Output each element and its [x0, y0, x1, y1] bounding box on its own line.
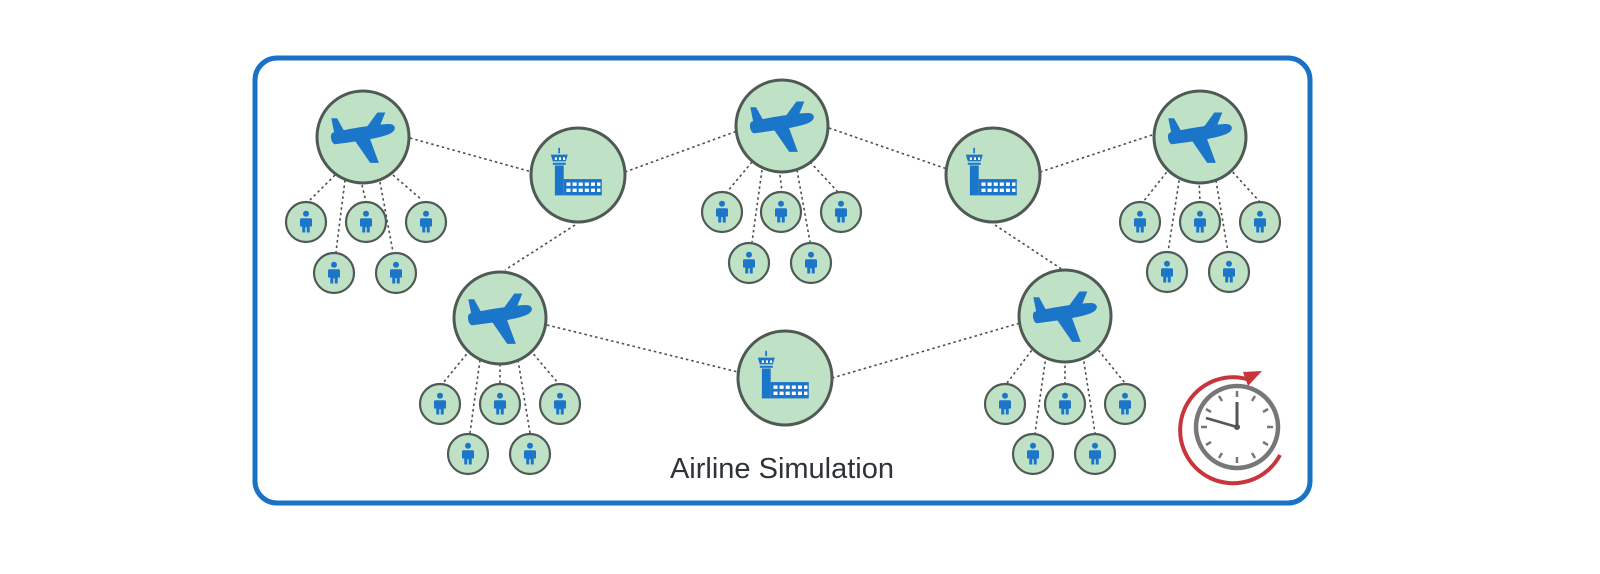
passenger — [508, 432, 552, 476]
passenger — [1145, 250, 1189, 294]
passenger — [759, 190, 803, 234]
passenger — [284, 200, 328, 244]
airplane-2 — [734, 78, 830, 174]
passenger — [1178, 200, 1222, 244]
passenger — [1011, 432, 1055, 476]
passenger — [538, 382, 582, 426]
passenger — [700, 190, 744, 234]
airplane-5 — [1017, 268, 1113, 364]
passengers-5 — [983, 382, 1147, 476]
passenger — [418, 382, 462, 426]
passenger — [312, 251, 356, 295]
passenger — [1118, 200, 1162, 244]
airplane-4 — [452, 270, 548, 366]
route-connections — [409, 127, 1159, 379]
diagram-title: Airline Simulation — [670, 453, 894, 485]
passenger — [727, 241, 771, 285]
airplane-3 — [1152, 89, 1248, 185]
passenger — [1103, 382, 1147, 426]
airplane-1 — [315, 89, 411, 185]
passengers-2 — [700, 190, 863, 285]
passenger — [1238, 200, 1282, 244]
passenger — [1073, 432, 1117, 476]
passenger — [1043, 382, 1087, 426]
airport-3 — [736, 329, 834, 427]
airport-2 — [944, 126, 1042, 224]
passenger-links — [309, 161, 1261, 434]
passenger — [983, 382, 1027, 426]
passenger — [478, 382, 522, 426]
passenger — [374, 251, 418, 295]
passenger — [819, 190, 863, 234]
clock-icon — [1178, 371, 1282, 486]
airport-1 — [529, 126, 627, 224]
passengers-3 — [1118, 200, 1282, 294]
passengers-1 — [284, 200, 448, 295]
passenger — [404, 200, 448, 244]
passenger — [446, 432, 490, 476]
passengers-4 — [418, 382, 582, 476]
passenger — [789, 241, 833, 285]
passenger — [344, 200, 388, 244]
passenger — [1207, 250, 1251, 294]
